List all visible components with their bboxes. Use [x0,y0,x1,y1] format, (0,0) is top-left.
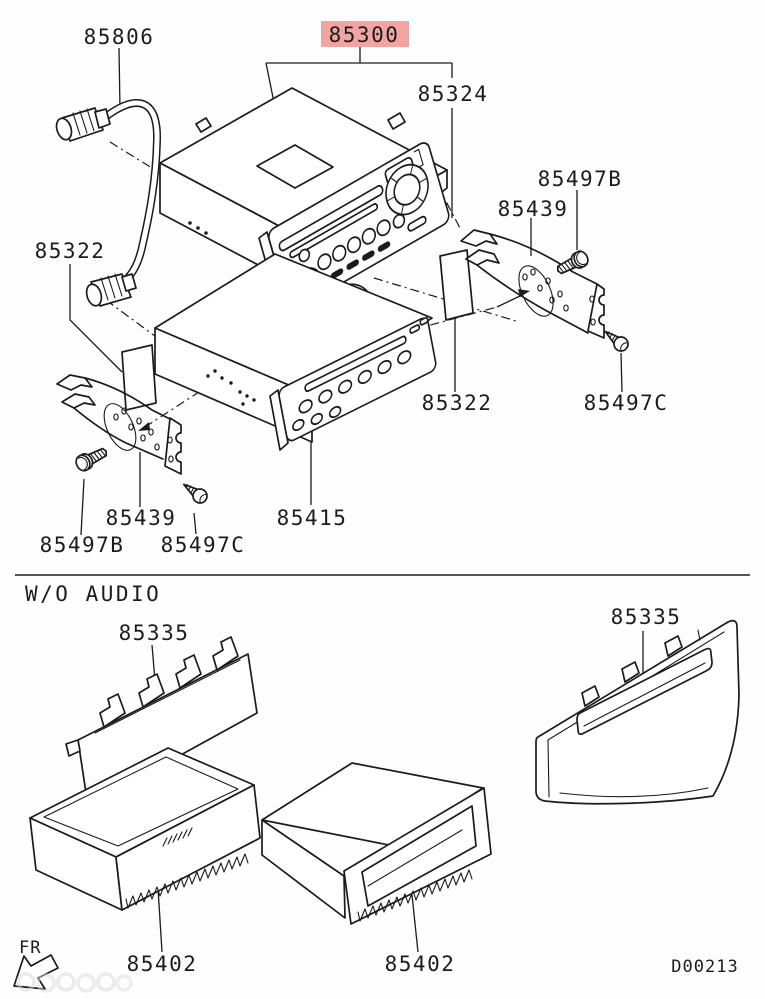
section-label-wo-audio: W/O AUDIO [25,582,161,606]
part-label-85335-right[interactable]: 85335 [611,605,682,629]
doc-code-label: D00213 [671,957,738,977]
watermark [16,972,133,993]
part-label-85497c-right[interactable]: 85497C [584,391,669,415]
pad-right-drawing [439,249,474,321]
part-label-85335-left[interactable]: 85335 [119,621,190,645]
lower-unit-drawing [154,253,437,451]
panel-right-drawing [535,619,740,805]
antenna-cable-drawing [55,99,162,307]
part-label-85402-left[interactable]: 85402 [127,952,198,976]
part-label-85497b-right[interactable]: 85497B [538,167,623,191]
pocket-left-drawing [29,747,261,953]
front-direction-arrow [13,954,59,990]
bracket-left-drawing [56,374,182,475]
part-label-85402-mid[interactable]: 85402 [385,952,456,976]
part-label-85415[interactable]: 85415 [277,506,348,530]
panel-left-drawing [65,636,258,825]
pocket-mid-drawing [261,762,492,953]
screw-right-drawing [600,324,632,355]
part-label-85322-right[interactable]: 85322 [422,391,493,415]
bracket-right-drawing [460,229,605,339]
part-label-85439-right[interactable]: 85439 [498,197,569,221]
part-label-85497c-left[interactable]: 85497C [161,533,246,557]
part-label-85439-left[interactable]: 85439 [106,506,177,530]
screw-left-drawing [178,477,211,507]
highlight-box [321,21,409,47]
pad-left-drawing [121,344,157,411]
part-label-85300[interactable]: 85300 [329,23,400,47]
bolt-left-drawing [72,443,111,474]
part-label-85497b-left[interactable]: 85497B [40,533,125,557]
front-marker-label: FR [19,938,41,958]
part-label-85324[interactable]: 85324 [418,82,489,106]
part-label-85322-left[interactable]: 85322 [35,239,106,263]
part-label-85806[interactable]: 85806 [84,25,155,49]
